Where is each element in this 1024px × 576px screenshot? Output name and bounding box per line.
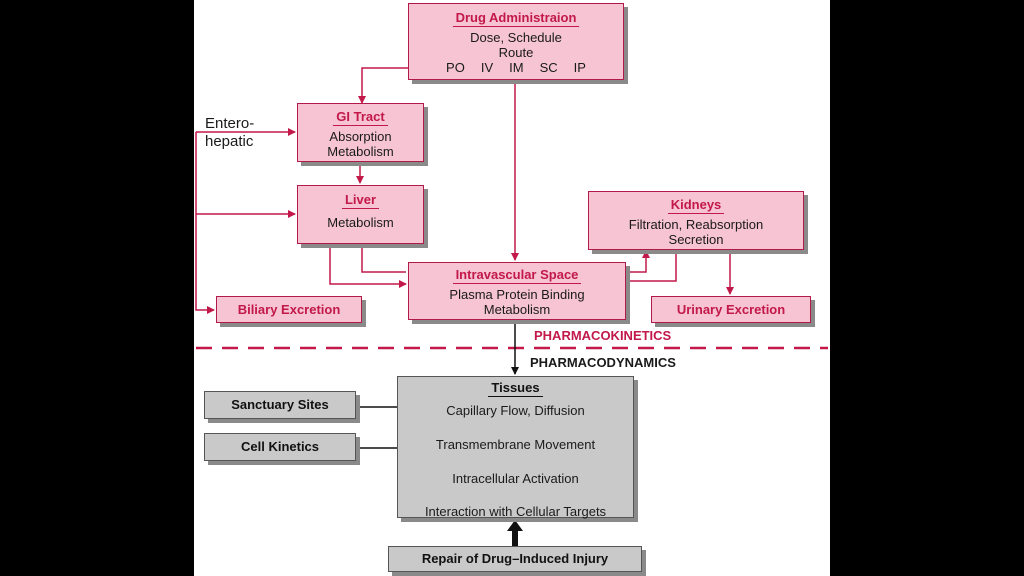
route-po: PO [446,60,465,75]
gi-tract-metabolism: Metabolism [327,144,394,159]
tissues-step-capillary: Capillary Flow, Diffusion [446,403,585,418]
enterohepatic-loop [195,132,215,314]
route-im: IM [509,60,524,75]
sanctuary-sites-box: Sanctuary Sites [204,391,356,419]
gi-tract-absorption: Absorption [329,129,392,144]
sanctuary-sites-label: Sanctuary Sites [231,397,329,412]
intravascular-title: Intravascular Space [452,267,582,284]
tissues-step-intracellular: Intracellular Activation [452,471,579,486]
tissues-step-transmembrane: Transmembrane Movement [435,437,596,452]
drug-administration-box: Drug Administraion Dose, Schedule Route … [408,3,624,80]
kidneys-title: Kidneys [667,197,725,214]
gi-tract-title: GI Tract [333,109,388,126]
arrow-repair-to-tissues [507,520,523,546]
gi-tract-box: GI Tract Absorption Metabolism [297,103,424,162]
biliary-excretion-label: Biliary Excretion [237,302,341,317]
pharmacodynamics-label: PHARMACODYNAMICS [530,355,676,370]
tissues-title: Tissues [488,380,543,397]
drug-administration-route: Route [498,45,534,60]
kidneys-filtration: Filtration, Reabsorption [628,217,764,232]
intravascular-protein-binding: Plasma Protein Binding [449,287,585,302]
drug-administration-dose: Dose, Schedule [470,30,562,45]
tissues-step-interaction: Interaction with Cellular Targets [424,504,607,519]
intravascular-space-box: Intravascular Space Plasma Protein Bindi… [408,262,626,320]
pharmacokinetics-label: PHARMACOKINETICS [534,328,672,343]
diagram-canvas: Drug Administraion Dose, Schedule Route … [194,0,830,576]
arrow-intravascular-to-kidneys [626,250,650,273]
arrow-drug-to-gi [358,67,408,104]
repair-box: Repair of Drug–Induced Injury [388,546,642,572]
link-liver-intravascular [361,244,406,273]
route-sc: SC [539,60,558,75]
liver-title: Liver [341,192,380,209]
urinary-excretion-label: Urinary Excretion [676,302,786,317]
enterohepatic-label: Entero- hepatic [205,115,255,150]
kidneys-secretion: Secretion [668,232,724,247]
urinary-excretion-box: Urinary Excretion [651,296,811,323]
cell-kinetics-box: Cell Kinetics [204,433,356,461]
biliary-excretion-box: Biliary Excretion [216,296,362,323]
route-ip: IP [573,60,586,75]
liver-metabolism: Metabolism [327,215,394,230]
intravascular-metabolism: Metabolism [483,302,551,317]
repair-label: Repair of Drug–Induced Injury [421,551,609,566]
arrow-liver-to-biliary [329,244,407,288]
tissues-box: Tissues Capillary Flow, Diffusion Transm… [397,376,634,519]
connector-layer [195,67,828,546]
cell-kinetics-label: Cell Kinetics [240,439,320,454]
liver-box: Liver Metabolism [297,185,424,244]
kidneys-box: Kidneys Filtration, Reabsorption Secreti… [588,191,804,250]
route-iv: IV [480,60,494,75]
link-kidneys-intravascular [626,251,677,282]
route-list: PO IV IM SC IP [409,60,623,75]
drug-administration-title: Drug Administraion [452,10,580,27]
